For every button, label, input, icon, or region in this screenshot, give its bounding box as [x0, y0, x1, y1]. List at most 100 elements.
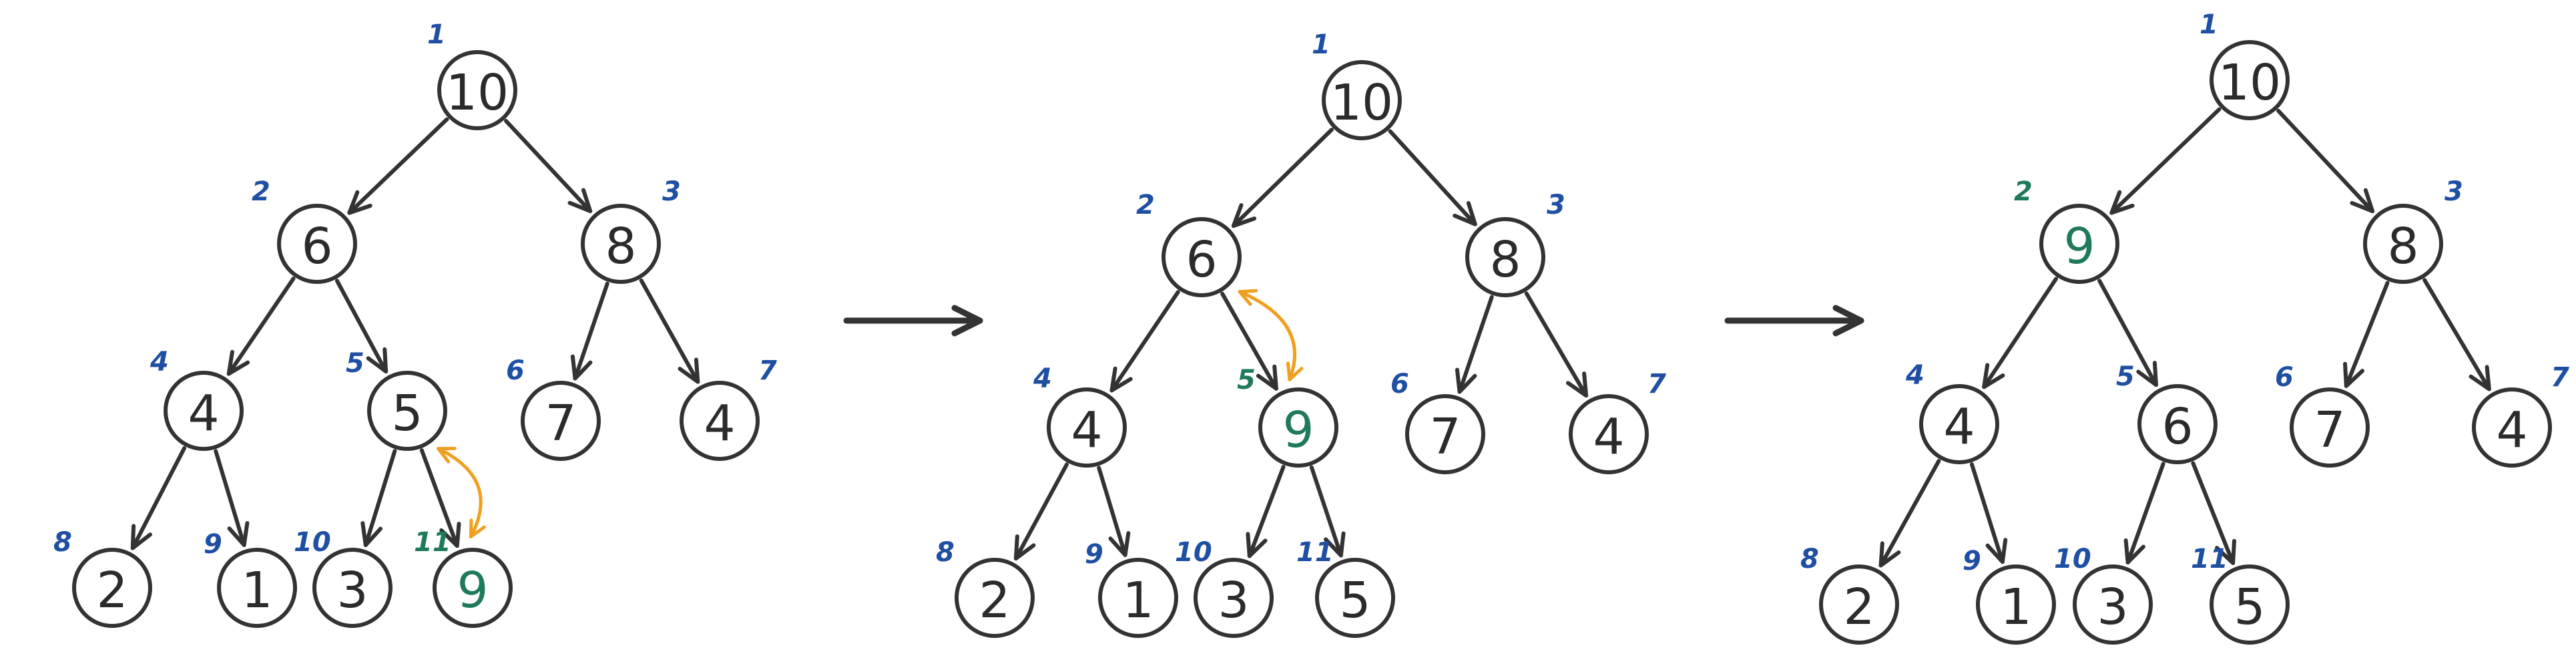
edge-arrow: [1878, 459, 1941, 568]
edge-arrow: [214, 449, 250, 547]
node-circle: [2472, 387, 2552, 468]
edge-arrow: [360, 449, 397, 547]
heap-node: 19: [1085, 539, 1178, 638]
node-value: 3: [336, 562, 368, 619]
node-value: 4: [1071, 401, 1102, 459]
node-index: 6: [506, 355, 525, 386]
node-index: 3: [2444, 176, 2463, 207]
node-value: 6: [2161, 398, 2193, 456]
edge-arrow: [1524, 291, 1589, 398]
edge-arrow: [1309, 465, 1346, 558]
edge-arrow: [570, 281, 609, 381]
heap-node: 44: [1905, 360, 1999, 464]
heap-node: 511: [1296, 537, 1395, 638]
heap-node: 101: [427, 19, 517, 130]
node-index: 11: [414, 527, 451, 558]
heap-node: 911: [414, 527, 513, 628]
node-circle: [581, 204, 661, 284]
node-circle: [2363, 204, 2443, 284]
node-value: 8: [2387, 218, 2418, 275]
edge-arrow: [130, 446, 187, 550]
edge-arrow: [1109, 290, 1180, 393]
heap-node: 19: [1963, 546, 2056, 645]
edge-arrow: [2422, 278, 2491, 391]
node-value: 7: [545, 395, 576, 452]
edge-arrow: [1231, 128, 1334, 228]
node-value: 6: [301, 218, 332, 275]
node-circle: [1819, 564, 1899, 645]
heap-node: 92: [2014, 176, 2119, 284]
node-circle: [277, 204, 357, 284]
node-index: 10: [1175, 537, 1212, 568]
node-value: 6: [1186, 231, 1217, 289]
heap-node: 19: [204, 529, 297, 628]
node-value: 2: [96, 562, 127, 619]
node-index: 4: [1905, 360, 1924, 391]
node-index: 2: [252, 176, 270, 207]
node-circle: [1919, 384, 1999, 464]
node-index: 2: [1136, 190, 1155, 220]
node-circle: [1258, 387, 1338, 468]
heap-node: 28: [53, 527, 152, 628]
node-value: 1: [1122, 572, 1153, 629]
node-value: 10: [446, 64, 509, 122]
heap-node: 310: [1175, 537, 1274, 638]
heap-node: 101: [1312, 29, 1402, 140]
node-value: 5: [1339, 572, 1370, 629]
edge-arrow: [2276, 108, 2375, 214]
node-index: 11: [1296, 537, 1334, 568]
node-value: 1: [241, 562, 272, 619]
heap-node: 511: [2191, 544, 2290, 645]
node-circle: [2137, 384, 2218, 464]
heap-node: 95: [1237, 365, 1338, 468]
node-index: 6: [1390, 369, 1409, 399]
node-value: 5: [391, 385, 423, 442]
node-value: 10: [1330, 74, 1393, 132]
edge-arrow: [1388, 129, 1477, 226]
edge-arrow: [347, 117, 449, 215]
node-value: 2: [1843, 578, 1874, 636]
node-circle: [72, 548, 152, 628]
node-index: 7: [2551, 362, 2569, 393]
node-value: 3: [2097, 578, 2128, 636]
node-value: 4: [1943, 398, 1975, 456]
node-circle: [2290, 387, 2370, 468]
heap-node: 310: [2054, 544, 2153, 645]
heap-node: 62: [252, 176, 357, 284]
edge-arrow: [2191, 461, 2236, 565]
node-circle: [312, 548, 393, 628]
node-index: 8: [936, 537, 955, 568]
node-value: 5: [2234, 578, 2265, 636]
edge-arrow: [2109, 107, 2222, 215]
node-circle: [1976, 564, 2056, 645]
edge-arrow: [1246, 464, 1286, 558]
heap-node: 44: [1033, 363, 1127, 468]
edge-arrow: [1982, 277, 2059, 389]
node-circle: [1405, 394, 1485, 474]
node-value: 8: [605, 218, 636, 275]
node-circle: [1569, 394, 1649, 474]
node-index: 8: [53, 527, 72, 558]
heap-node: 83: [2363, 176, 2463, 284]
node-circle: [680, 381, 760, 461]
edge-arrow: [1455, 295, 1494, 394]
node-value: 9: [2063, 218, 2095, 275]
node-index: 1: [1312, 29, 1330, 60]
node-value: 4: [188, 385, 219, 442]
node-value: 10: [2218, 54, 2281, 112]
edge-arrow: [1097, 466, 1131, 557]
node-value: 9: [1282, 401, 1314, 459]
heap-node: 83: [1465, 190, 1565, 297]
node-circle: [2073, 564, 2153, 645]
heap-node: 76: [1390, 369, 1485, 474]
node-circle: [1315, 558, 1395, 638]
node-value: 2: [979, 572, 1010, 629]
node-index: 11: [2191, 544, 2228, 574]
node-index: 6: [2275, 362, 2294, 393]
edge-arrow: [1969, 462, 2008, 564]
node-index: 1: [2200, 9, 2218, 40]
node-circle: [367, 371, 447, 451]
